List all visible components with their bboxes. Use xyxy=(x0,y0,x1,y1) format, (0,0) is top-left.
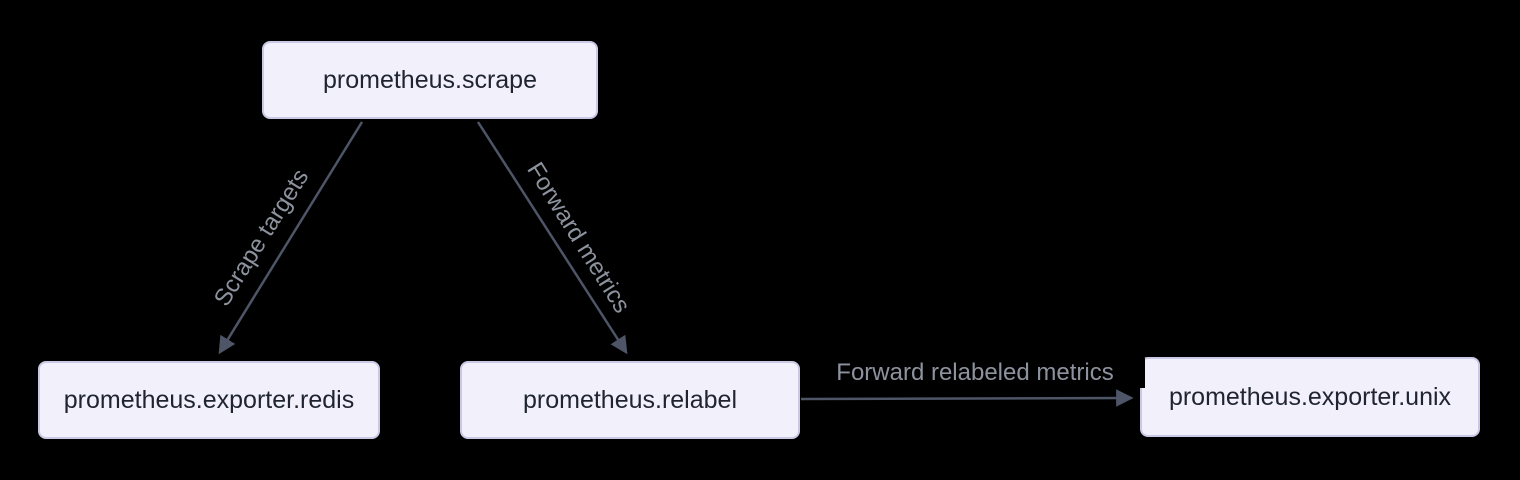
node-prometheus-scrape-label: prometheus.scrape xyxy=(322,65,537,94)
node-prometheus-exporter-redis: prometheus.exporter.redis xyxy=(38,361,380,439)
edge-scrape-to-relabel xyxy=(476,121,628,355)
node-prometheus-relabel-label: prometheus.relabel xyxy=(522,385,737,414)
node-prometheus-exporter-unix-label: prometheus.exporter.unix xyxy=(1168,382,1452,411)
edge-label-forward-relabeled-metrics: Forward relabeled metrics xyxy=(805,358,1145,388)
edge-scrape-to-redis xyxy=(218,121,364,355)
node-prometheus-scrape: prometheus.scrape xyxy=(262,41,598,119)
node-prometheus-exporter-unix: prometheus.exporter.unix xyxy=(1140,357,1480,437)
node-prometheus-relabel: prometheus.relabel xyxy=(460,361,800,439)
node-prometheus-exporter-redis-label: prometheus.exporter.redis xyxy=(63,385,355,414)
edge-relabel-to-unix xyxy=(800,389,1134,407)
